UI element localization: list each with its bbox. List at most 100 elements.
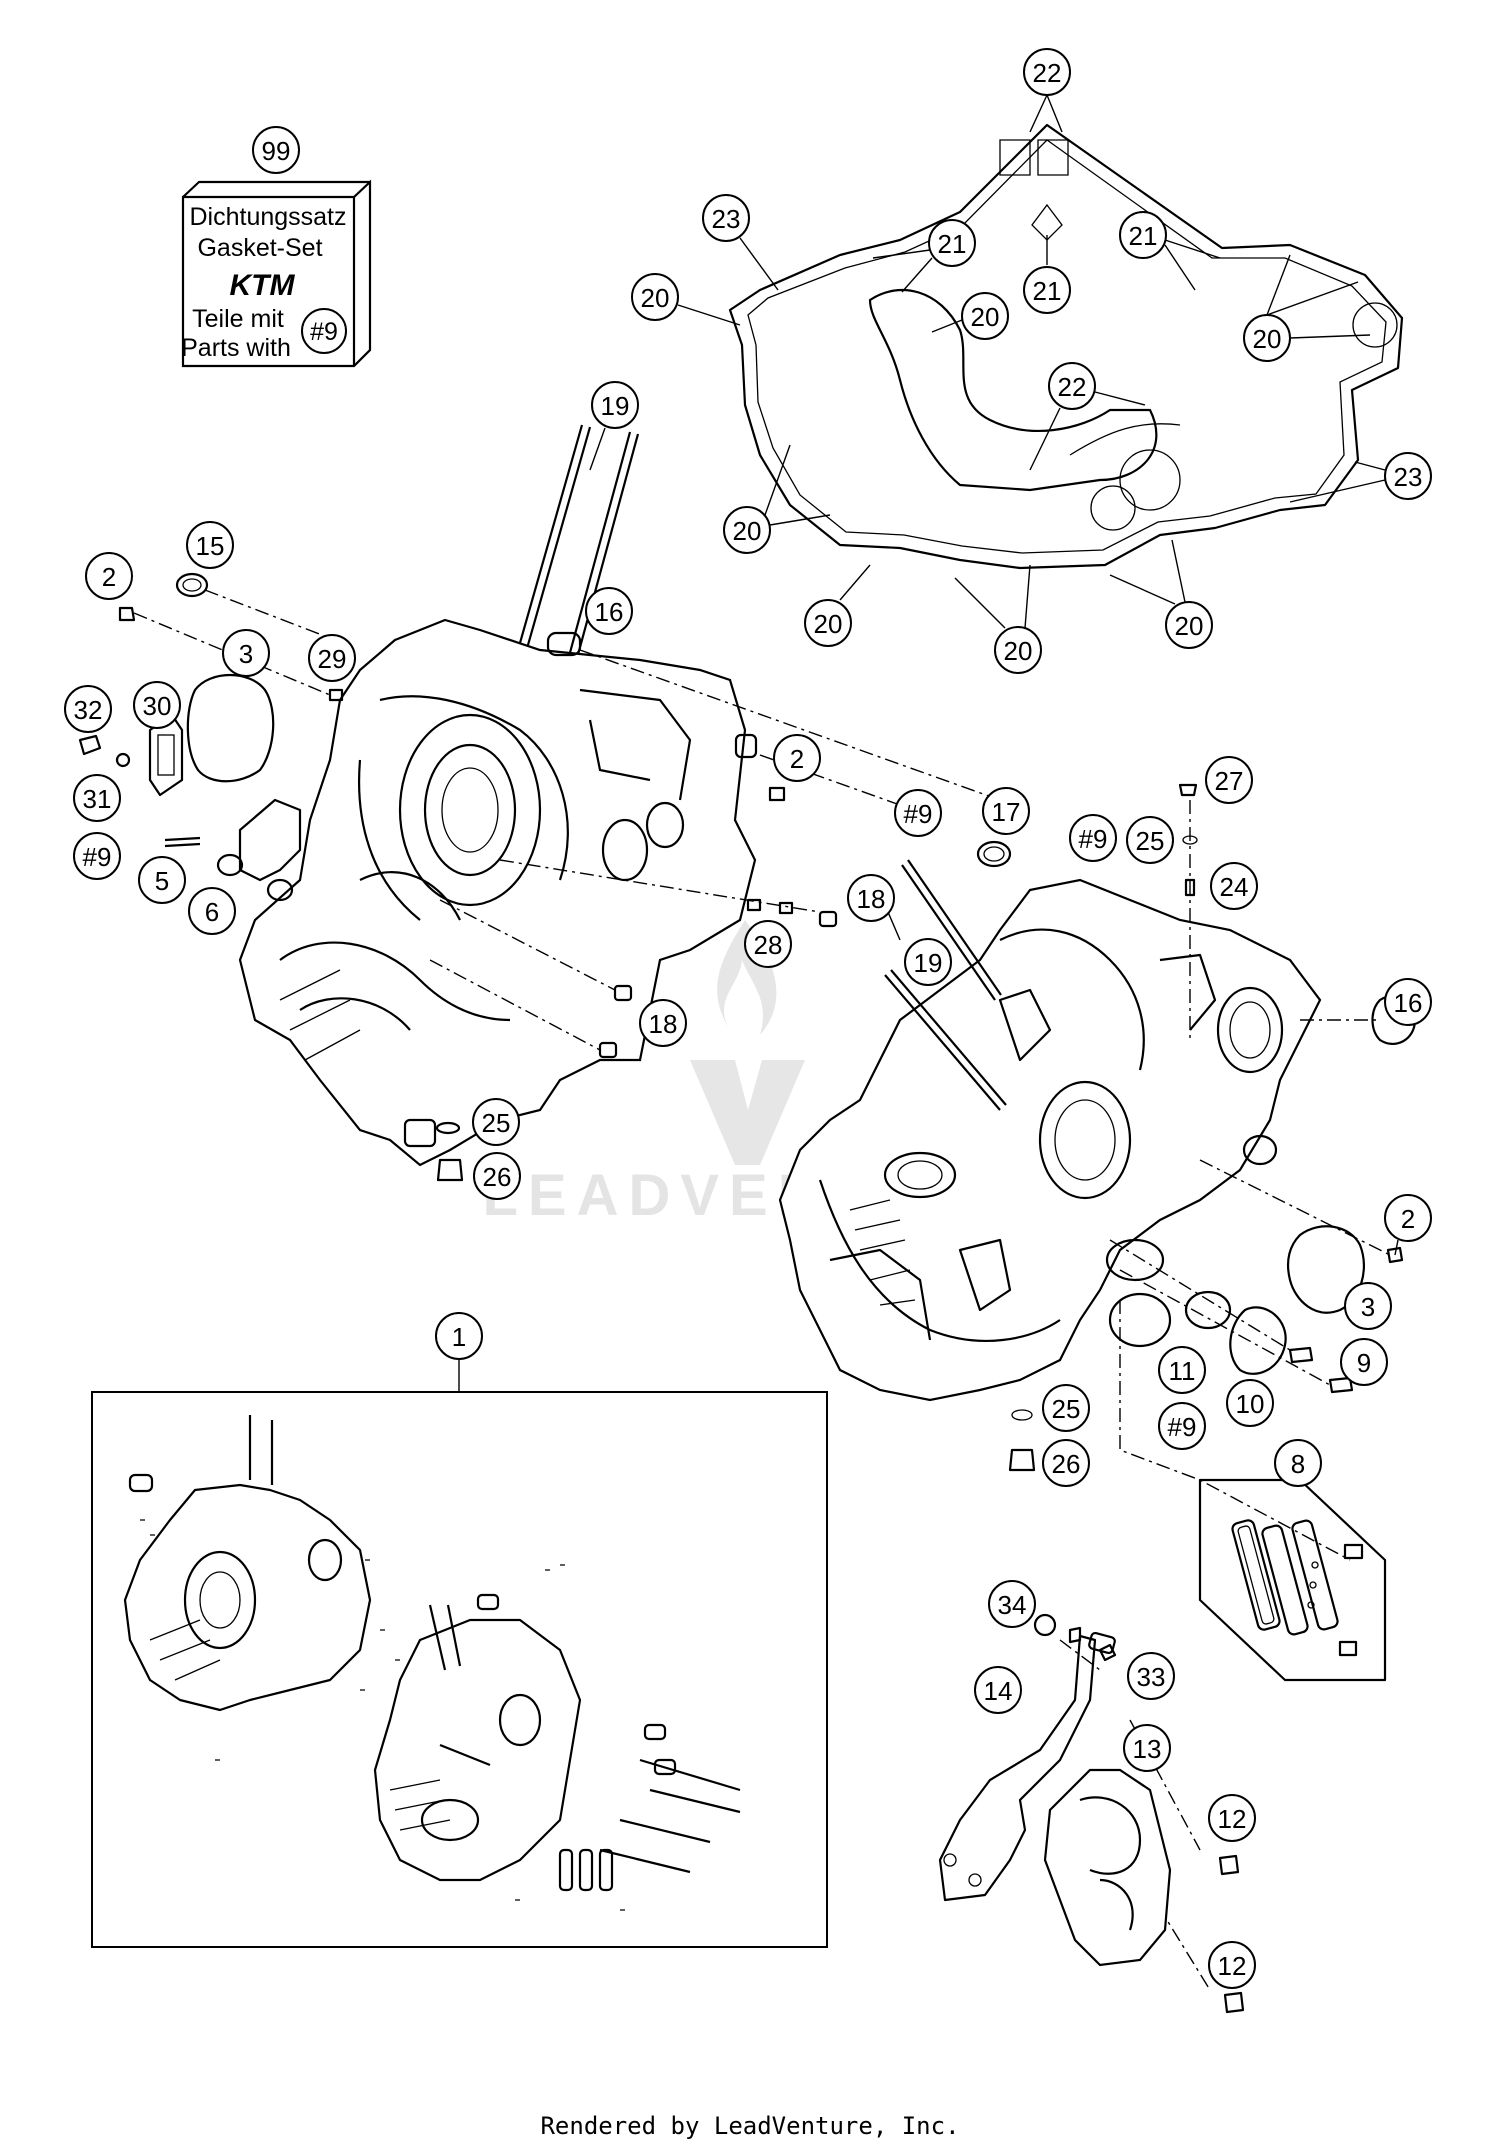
callout-label: 32 xyxy=(74,695,103,725)
callout-label: 25 xyxy=(1052,1394,1081,1424)
callout-label: 21 xyxy=(1129,221,1158,251)
callout-label: #9 xyxy=(1168,1412,1197,1442)
callout-c28: 28 xyxy=(744,920,792,968)
callout-label: 19 xyxy=(914,948,943,978)
callout-label: 30 xyxy=(143,691,172,721)
gasket-box-ref: #9 xyxy=(310,318,338,346)
callout-c1: 1 xyxy=(435,1312,483,1360)
callout-circle xyxy=(847,874,895,922)
callout-c99: 99 xyxy=(252,126,300,174)
callout-circle xyxy=(64,685,112,733)
callout-label: 9 xyxy=(1357,1348,1371,1378)
gasket-box-line2: Gasket-Set xyxy=(197,234,322,262)
callout-c9e: #9 xyxy=(1158,1402,1206,1450)
callout-c20g: 20 xyxy=(1165,601,1213,649)
callout-label: 20 xyxy=(1175,611,1204,641)
callout-circle xyxy=(1344,1282,1392,1330)
callout-circle xyxy=(133,681,181,729)
stud-bolts-left xyxy=(516,424,640,663)
oil-screen-set xyxy=(1198,1478,1387,1682)
callout-label: 26 xyxy=(1052,1449,1081,1479)
callout-c20f: 20 xyxy=(994,626,1042,674)
callout-c13: 13 xyxy=(1123,1724,1171,1772)
callout-c30: 30 xyxy=(133,681,181,729)
callout-label: 15 xyxy=(196,531,225,561)
callout-label: 2 xyxy=(102,562,116,592)
callout-circle xyxy=(1210,862,1258,910)
callout-c19b: 19 xyxy=(904,938,952,986)
callout-label: 2 xyxy=(1401,1204,1415,1234)
leader-lines xyxy=(589,94,1399,1256)
callout-circle xyxy=(988,1580,1036,1628)
callout-label: 31 xyxy=(83,784,112,814)
callout-c2a: 2 xyxy=(85,552,133,600)
callout-c6: 6 xyxy=(188,887,236,935)
callout-circle xyxy=(804,599,852,647)
callout-label: 23 xyxy=(712,204,741,234)
callout-label: 20 xyxy=(1004,636,1033,666)
callout-circle xyxy=(982,787,1030,835)
callout-label: 11 xyxy=(1169,1356,1196,1386)
callout-c20b: 20 xyxy=(961,292,1009,340)
callout-circle xyxy=(961,292,1009,340)
callout-circle xyxy=(1127,1652,1175,1700)
callout-circle xyxy=(1023,266,1071,314)
callout-label: 28 xyxy=(754,930,783,960)
callout-circle xyxy=(1126,816,1174,864)
callout-c22a: 22 xyxy=(1023,48,1071,96)
callout-circle xyxy=(308,634,356,682)
callout-label: 6 xyxy=(205,897,219,927)
callout-c27: 27 xyxy=(1205,756,1253,804)
callout-label: 20 xyxy=(1253,324,1282,354)
callout-circle xyxy=(188,887,236,935)
callout-c5: 5 xyxy=(138,856,186,904)
callout-label: #9 xyxy=(904,799,933,829)
callout-c12b: 12 xyxy=(1208,1941,1256,1989)
callout-c8: 8 xyxy=(1274,1439,1322,1487)
callout-label: 21 xyxy=(1033,276,1062,306)
callout-c17: 17 xyxy=(982,787,1030,835)
callout-c21b: 21 xyxy=(1023,266,1071,314)
callout-label: 34 xyxy=(998,1590,1027,1620)
callout-c12a: 12 xyxy=(1208,1794,1256,1842)
callout-circle xyxy=(904,938,952,986)
callout-circle xyxy=(1384,978,1432,1026)
callout-label: 20 xyxy=(733,516,762,546)
callout-c29: 29 xyxy=(308,634,356,682)
callout-c23a: 23 xyxy=(702,194,750,242)
callout-circle xyxy=(1048,362,1096,410)
callout-circle xyxy=(1023,48,1071,96)
callout-circle xyxy=(773,734,821,782)
callout-circle xyxy=(1384,452,1432,500)
callout-label: 33 xyxy=(1137,1662,1166,1692)
callout-label: 19 xyxy=(601,391,630,421)
callout-label: 18 xyxy=(857,884,886,914)
assembly-lines-right xyxy=(1059,1019,1391,1991)
callout-label: 22 xyxy=(1058,372,1087,402)
gasket-set-box: Dichtungssatz Gasket-Set KTM Teile mit P… xyxy=(181,179,372,368)
gasket-box-line4: Parts with xyxy=(181,334,291,362)
callout-circle xyxy=(639,999,687,1047)
callout-circle xyxy=(723,506,771,554)
callout-c25b: 25 xyxy=(472,1098,520,1146)
callout-c3b: 3 xyxy=(1344,1282,1392,1330)
callout-c20e: 20 xyxy=(804,599,852,647)
callout-c21a: 21 xyxy=(928,219,976,267)
callout-circle xyxy=(435,1312,483,1360)
callout-circle xyxy=(631,273,679,321)
callout-label: 25 xyxy=(1136,826,1165,856)
callout-c26a: 26 xyxy=(473,1152,521,1200)
callout-label: 99 xyxy=(262,136,291,166)
callout-label: 26 xyxy=(483,1162,512,1192)
stud-bolts-right xyxy=(884,859,1007,1111)
callout-label: 14 xyxy=(984,1676,1013,1706)
callout-label: 13 xyxy=(1133,1734,1162,1764)
callout-c33: 33 xyxy=(1127,1652,1175,1700)
callout-circle xyxy=(1208,1794,1256,1842)
callout-circle xyxy=(994,626,1042,674)
callout-circle xyxy=(585,587,633,635)
callout-circle xyxy=(138,856,186,904)
callout-label: 25 xyxy=(482,1108,511,1138)
left-crankcase-half xyxy=(238,618,757,1167)
callout-circle xyxy=(186,521,234,569)
